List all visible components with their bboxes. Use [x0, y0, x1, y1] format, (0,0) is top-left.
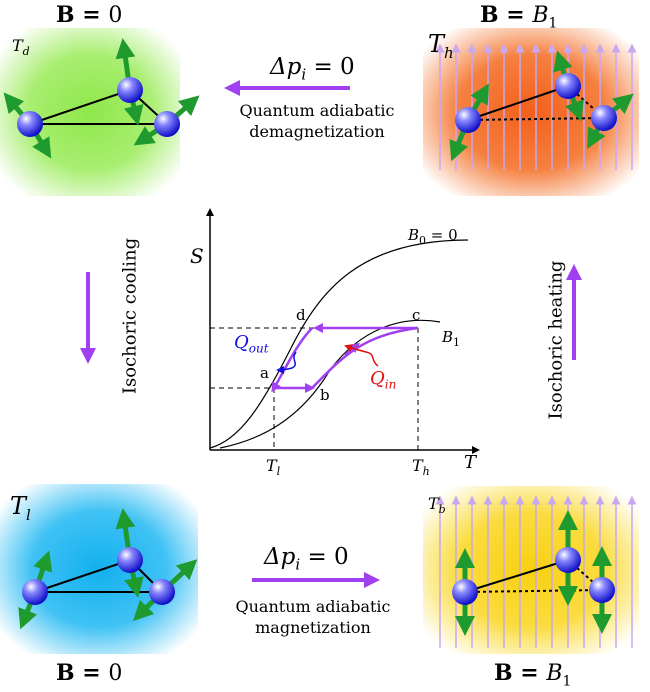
- panel-bottom-left: [0, 484, 198, 654]
- field-title-top-right: B = B1: [480, 2, 558, 32]
- spin-sphere: [149, 579, 175, 605]
- bottom-process-label: Quantum adiabatic magnetization: [235, 597, 391, 637]
- temp-label-top-left: Td: [12, 36, 30, 59]
- q-out-label: Qout: [234, 332, 269, 356]
- spin-sphere: [591, 105, 617, 131]
- spin-sphere: [154, 111, 180, 137]
- x-axis-label: T: [464, 452, 477, 473]
- spin-sphere: [589, 577, 615, 603]
- spin-sphere: [452, 579, 478, 605]
- q-in-label: Qin: [370, 368, 397, 392]
- point-c-label: c: [412, 306, 421, 324]
- field-title-bottom-left: B = 0: [56, 660, 123, 686]
- tick-th-label: Th: [412, 456, 430, 479]
- cycle-d-a: [271, 327, 313, 393]
- q-in-squiggle: [344, 344, 379, 367]
- temp-label-bottom-right: Tb: [428, 494, 446, 517]
- y-axis-label: S: [190, 244, 204, 268]
- field-title-top-left: B = 0: [56, 2, 123, 28]
- panel-top-left: [0, 28, 200, 196]
- point-a-label: a: [260, 364, 269, 382]
- bottom-process-equation: Δpi = 0: [264, 544, 349, 574]
- spin-sphere: [555, 547, 581, 573]
- top-process-equation: Δpi = 0: [270, 54, 355, 84]
- point-d-label: d: [296, 306, 306, 324]
- temp-label-bottom-left: Tl: [10, 492, 31, 524]
- panel-bottom-right: [423, 486, 639, 654]
- tick-tl-label: Tl: [266, 456, 281, 479]
- panel-top-right: [423, 28, 639, 196]
- spin-sphere: [555, 73, 581, 99]
- top-process-label: Quantum adiabatic demagnetization: [239, 101, 395, 141]
- spin-sphere: [117, 77, 143, 103]
- curve-b0-label: B0 = 0: [408, 226, 458, 247]
- spin-sphere: [455, 107, 481, 133]
- temp-label-top-right: Th: [428, 30, 454, 62]
- left-process-label: Isochoric cooling: [119, 237, 141, 395]
- curve-B0: [209, 239, 469, 449]
- right-process-label: Isochoric heating: [545, 260, 567, 420]
- spin-sphere: [17, 111, 43, 137]
- point-b-label: b: [320, 386, 330, 404]
- q-out-squiggle: [276, 351, 297, 374]
- spin-sphere: [22, 579, 48, 605]
- field-title-bottom-right: B = B1: [494, 660, 572, 690]
- entropy-temperature-graph: [206, 208, 480, 454]
- spin-sphere: [117, 547, 143, 573]
- curve-b1-label: B1: [442, 328, 461, 349]
